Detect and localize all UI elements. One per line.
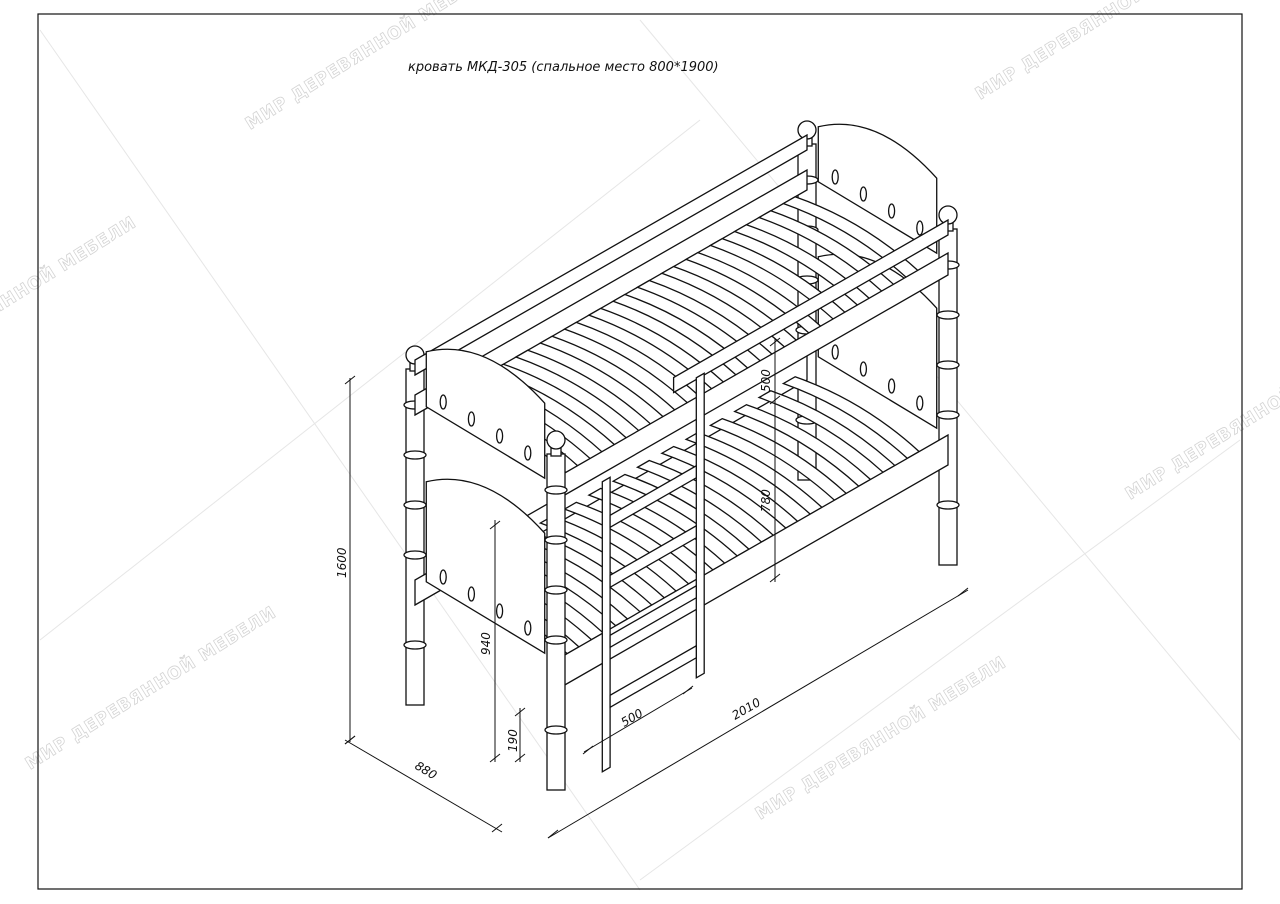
dimension-tick bbox=[547, 829, 559, 839]
dim-leg-clearance: 190 bbox=[506, 729, 520, 752]
watermark: МИР ДЕРЕВЯННОЙ МЕБЕЛИ bbox=[1121, 331, 1280, 504]
baluster bbox=[439, 394, 447, 410]
baluster bbox=[495, 428, 504, 444]
lower-slat bbox=[757, 390, 896, 474]
dimension-tick bbox=[769, 395, 781, 405]
dimension-tick bbox=[491, 823, 503, 833]
upper-front-guard bbox=[672, 218, 949, 394]
baluster bbox=[439, 569, 447, 585]
baluster bbox=[467, 586, 476, 602]
ladder-rung bbox=[609, 464, 697, 529]
dim-between-beds: 780 bbox=[759, 489, 773, 512]
dimension-tick bbox=[489, 753, 501, 763]
ladder-right-upright bbox=[695, 372, 705, 679]
baluster bbox=[859, 361, 868, 377]
watermark-lines bbox=[39, 19, 1241, 891]
baluster bbox=[887, 378, 896, 394]
dim-total-height: 1600 bbox=[335, 547, 349, 578]
dimension-tick bbox=[514, 753, 526, 763]
upper-back-guard bbox=[414, 133, 808, 377]
baluster bbox=[495, 603, 504, 619]
post-turning bbox=[403, 550, 427, 560]
post-turning bbox=[544, 585, 568, 595]
dimension-tick bbox=[682, 685, 694, 695]
watermarks: МИР ДЕРЕВЯННОЙ МЕБЕЛИ МИР ДЕРЕВЯННОЙ МЕБ… bbox=[0, 0, 1280, 825]
baluster bbox=[831, 169, 839, 185]
watermark: МИР ДЕРЕВЯННОЙ МЕБЕЛИ bbox=[971, 0, 1230, 104]
dim-lower-bed-height: 940 bbox=[479, 632, 493, 655]
baluster bbox=[524, 445, 532, 461]
post-front-left bbox=[546, 453, 566, 791]
dimension-tick bbox=[344, 735, 356, 745]
upper-slat bbox=[514, 349, 653, 433]
dim-ladder-width: 500 bbox=[619, 706, 646, 730]
dimension-lines bbox=[344, 337, 969, 839]
post-turning bbox=[936, 310, 960, 320]
watermark: МИР ДЕРЕВЯННОЙ МЕБЕЛИ bbox=[751, 651, 1010, 824]
baluster bbox=[467, 411, 476, 427]
baluster bbox=[916, 220, 924, 236]
watermark: МИР ДЕРЕВЯННОЙ МЕБЕЛИ bbox=[0, 211, 140, 384]
dimension-tick bbox=[769, 573, 781, 583]
dimension-tick bbox=[769, 337, 781, 347]
ladder-rung bbox=[609, 584, 697, 649]
dimension-line bbox=[583, 687, 693, 753]
dimension-tick bbox=[489, 520, 501, 530]
post-back-left bbox=[405, 368, 425, 706]
baluster bbox=[831, 344, 839, 360]
lower-slat bbox=[708, 417, 848, 501]
post-turning bbox=[936, 500, 960, 510]
dim-depth: 880 bbox=[412, 759, 439, 783]
upper-slat bbox=[538, 335, 678, 419]
post-turning bbox=[403, 640, 427, 650]
lower-slat bbox=[781, 376, 921, 460]
drawing-title: кровать МКД-305 (спальное место 800*1900… bbox=[408, 60, 719, 75]
watermark: МИР ДЕРЕВЯННОЙ МЕБЕЛИ bbox=[21, 601, 280, 774]
sheet-border bbox=[37, 13, 1243, 890]
post-turning bbox=[544, 535, 568, 545]
baluster bbox=[916, 395, 924, 411]
post-turning bbox=[936, 360, 960, 370]
lower-slat bbox=[733, 403, 872, 488]
bunk-bed-drawing bbox=[403, 120, 960, 791]
dimension-line bbox=[344, 739, 503, 833]
post-turning bbox=[403, 450, 427, 460]
ladder-rung bbox=[609, 524, 697, 589]
dimension-line bbox=[547, 589, 969, 839]
dimension-tick bbox=[957, 587, 969, 597]
ladder-left-upright bbox=[601, 476, 611, 773]
dim-length: 2010 bbox=[730, 695, 764, 723]
dimension-tick bbox=[514, 707, 526, 717]
baluster bbox=[887, 203, 896, 219]
dimension-tick bbox=[582, 745, 594, 755]
post-turning bbox=[544, 635, 568, 645]
baluster bbox=[524, 620, 532, 636]
ladder-rung bbox=[609, 644, 697, 709]
dimension-tick bbox=[344, 375, 356, 385]
upper-headboard bbox=[425, 348, 546, 480]
post-turning bbox=[403, 500, 427, 510]
upper-slat bbox=[563, 321, 702, 405]
baluster bbox=[859, 186, 868, 202]
lower-headboard bbox=[425, 478, 546, 655]
post-turning bbox=[936, 410, 960, 420]
post-front-right bbox=[938, 228, 958, 566]
dim-guard-height: 500 bbox=[759, 369, 773, 392]
post-turning bbox=[544, 485, 568, 495]
post-turning bbox=[544, 725, 568, 735]
upper-back-rail bbox=[414, 168, 808, 417]
post-knob bbox=[546, 430, 566, 450]
upper-footboard bbox=[817, 123, 938, 255]
